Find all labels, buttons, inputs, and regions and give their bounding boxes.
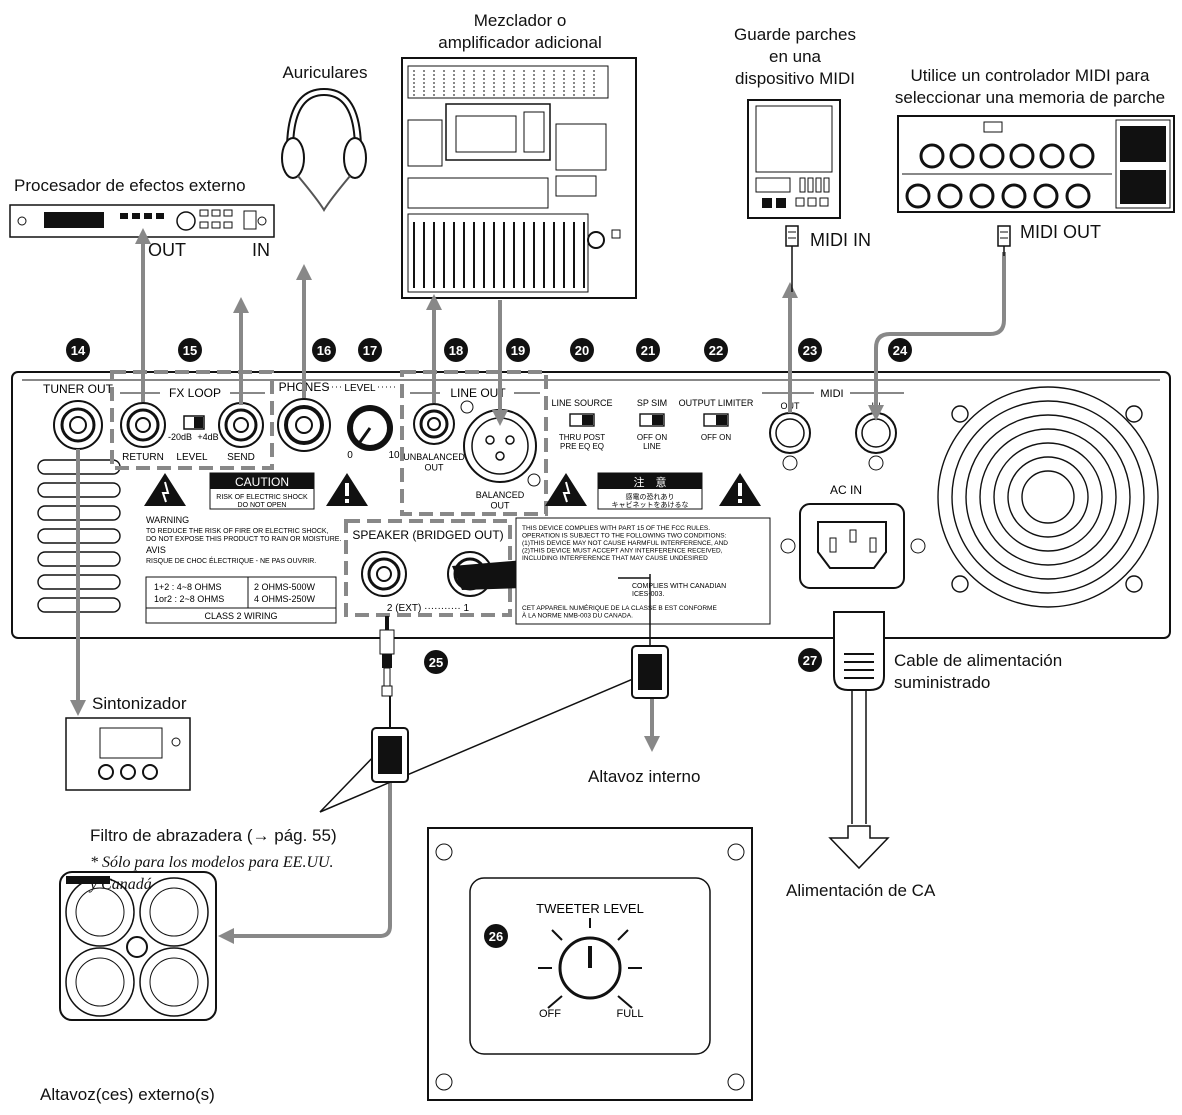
fx-loop-label: FX LOOP: [169, 386, 221, 400]
midi-storage-device: [748, 100, 840, 218]
callout-15: 15: [183, 343, 197, 358]
callout-21: 21: [641, 343, 655, 358]
output-limiter-switch[interactable]: [704, 414, 728, 426]
output-limiter-label: OUTPUT LIMITER: [679, 398, 754, 408]
ac-power-label: Alimentación de CA: [786, 880, 986, 902]
ohms-c: 2 OHMS-500W: [254, 582, 316, 592]
sp-sim-label: SP SIM: [637, 398, 667, 408]
warning-title: WARNING: [146, 515, 189, 525]
phones-jack[interactable]: [278, 399, 330, 451]
callout-16: 16: [317, 343, 331, 358]
clamp-filter-ext: [372, 696, 408, 782]
line-source-label: LINE SOURCE: [551, 398, 612, 408]
power-plug: [830, 612, 888, 868]
tuner-device: [66, 718, 190, 790]
midi-label: MIDI: [820, 388, 843, 400]
level-label: LEVEL: [176, 452, 208, 463]
jp-caution-box: 注 意 感電の恐れありキャビネットをあけるな: [598, 473, 702, 509]
minus20-label: -20dB: [168, 432, 192, 442]
warning-text: TO REDUCE THE RISK OF FIRE OR ELECTRIC S…: [146, 528, 341, 543]
midi-in-plug: [786, 226, 798, 246]
clamp-filter-note: * Sólo para los modelos para EE.UU. y Ca…: [90, 852, 410, 896]
clamp-filter-int: [632, 646, 668, 698]
callout-24: 24: [893, 343, 908, 358]
avis-text: RISQUE DE CHOC ÉLECTRIQUE - NE PAS OUVRI…: [146, 556, 316, 565]
ac-inlet[interactable]: [781, 504, 925, 588]
caution-title: CAUTION: [235, 475, 289, 489]
tweeter-full: FULL: [617, 1008, 644, 1020]
tuner-label: Sintonizador: [92, 693, 242, 715]
ohms-d: 4 OHMS-250W: [254, 594, 316, 604]
midi-out-label: MIDI OUT: [1020, 222, 1101, 243]
fcc-text: THIS DEVICE COMPLIES WITH PART 15 OF THE…: [522, 525, 728, 562]
midi-foot-controller: [898, 116, 1174, 212]
callout-25: 25: [429, 655, 443, 670]
knob-max-label: 10: [388, 450, 400, 461]
output-limiter-opts: OFF ON: [701, 433, 731, 442]
tuner-out-jack[interactable]: [54, 401, 102, 449]
ohms-b: 1or2 : 2~8 OHMS: [154, 594, 224, 604]
external-speakers-label: Altavoz(ces) externo(s): [40, 1084, 260, 1106]
callout-17: 17: [363, 343, 377, 358]
fx-processor-label: Procesador de efectos externo: [14, 175, 294, 197]
callout-22: 22: [709, 343, 723, 358]
tuner-out-label: TUNER OUT: [43, 382, 114, 396]
plus4-label: +4dB: [197, 432, 218, 442]
fcc-label: THIS DEVICE COMPLIES WITH PART 15 OF THE…: [516, 518, 770, 624]
ac-in-label: AC IN: [830, 483, 862, 497]
avis-title: AVIS: [146, 545, 166, 555]
line-source-switch[interactable]: [570, 414, 594, 426]
midi-in-label: MIDI IN: [810, 230, 871, 251]
sp-sim-switch[interactable]: [640, 414, 664, 426]
speaker-jack-ext[interactable]: [362, 552, 406, 596]
callout-26: 26: [489, 929, 503, 944]
power-cable-label: Cable de alimentación suministrado: [894, 650, 1094, 694]
ohms-table: 1+2 : 4~8 OHMS 1or2 : 2~8 OHMS 2 OHMS-50…: [146, 577, 336, 623]
midi-out-plug: [998, 226, 1010, 246]
speaker-nums-label: 2 (EXT) ··········· 1: [387, 603, 470, 614]
clamp-filter-label: Filtro de abrazadera (→ pág. 55): [90, 825, 410, 847]
class2-label: CLASS 2 WIRING: [204, 611, 277, 621]
internal-speaker-label: Altavoz interno: [588, 766, 738, 788]
fx-processor-device: [10, 205, 274, 237]
midi-controller-label: Utilice un controlador MIDI para selecci…: [880, 65, 1180, 109]
send-label: SEND: [227, 452, 255, 463]
tweeter-off: OFF: [539, 1008, 561, 1020]
patch-store-label: Guarde parches en una dispositivo MIDI: [710, 24, 880, 90]
callout-23: 23: [803, 343, 817, 358]
headphones-label: Auriculares: [250, 62, 400, 84]
phones-level-knob[interactable]: [347, 405, 393, 451]
phones-level-label: LEVEL: [344, 383, 376, 394]
fx-in-label: IN: [252, 240, 270, 261]
jp-caution-title: 注 意: [634, 475, 667, 489]
fx-out-label: OUT: [148, 240, 186, 261]
ohms-a: 1+2 : 4~8 OHMS: [154, 582, 222, 592]
mixer-label: Mezclador o amplificador adicional: [405, 10, 635, 54]
callout-27: 27: [803, 653, 817, 668]
headphones-device: [282, 92, 366, 210]
speaker-bridged-label: SPEAKER (BRIDGED OUT): [352, 528, 503, 542]
line-out-label: LINE OUT: [450, 386, 506, 400]
callout-19: 19: [511, 343, 525, 358]
callout-20: 20: [575, 343, 589, 358]
return-label: RETURN: [122, 452, 164, 463]
knob-min-label: 0: [347, 450, 353, 461]
callout-14: 14: [71, 343, 86, 358]
tweeter-title: TWEETER LEVEL: [536, 901, 644, 916]
callout-18: 18: [449, 343, 463, 358]
mixer-device: [402, 58, 636, 298]
